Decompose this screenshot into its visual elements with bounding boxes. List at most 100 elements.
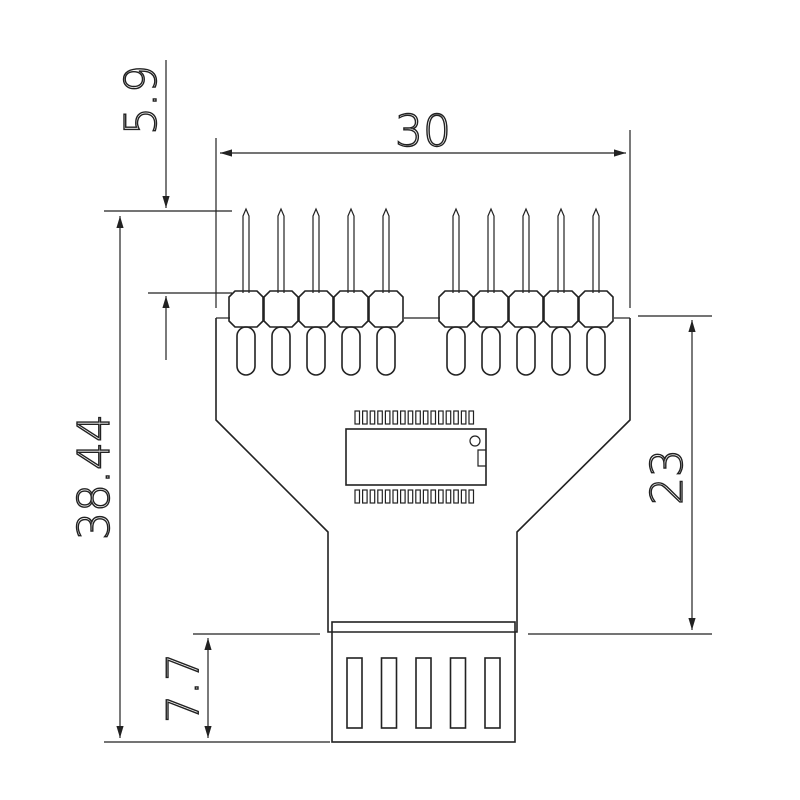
pin-leg	[516, 326, 536, 376]
ic-pin	[422, 489, 429, 504]
pin-leg	[376, 326, 396, 376]
plug-contact	[346, 657, 363, 729]
dimension-body-height: 23	[528, 315, 712, 635]
dimension-total-height-label: 38.44	[69, 414, 120, 540]
pin-leg	[236, 326, 256, 376]
ic-pin	[438, 410, 444, 425]
ic-pin	[369, 410, 376, 425]
ic-pin	[415, 489, 421, 504]
ic-pin	[445, 489, 452, 504]
dimension-body-height-label: 23	[642, 449, 693, 505]
ic-pin	[430, 489, 437, 504]
pin-leg	[551, 326, 571, 376]
plug-body	[331, 621, 516, 743]
ic-pin	[384, 410, 391, 425]
pin-leg	[481, 326, 501, 376]
pin-shaft	[242, 207, 250, 293]
header-pin	[368, 207, 404, 376]
ic-pin	[438, 489, 444, 504]
ic-pin1-marker	[469, 435, 481, 447]
dimension-pin-length: 5.9	[104, 60, 232, 360]
pin-shaft	[557, 207, 565, 293]
pin-shaft	[312, 207, 320, 293]
plug-contact	[484, 657, 501, 729]
pin-collar	[473, 290, 509, 328]
ic-pins-top	[354, 410, 475, 425]
pin-shaft	[592, 207, 600, 293]
ic-pin	[369, 489, 376, 504]
ic-pin	[362, 410, 368, 425]
pin-collar	[263, 290, 299, 328]
pin-leg	[306, 326, 326, 376]
pin-shaft	[382, 207, 390, 293]
ic-notch	[477, 449, 486, 467]
ic-pin	[377, 410, 383, 425]
ic-pin	[384, 489, 391, 504]
ic-pin	[453, 410, 459, 425]
pin-collar	[368, 290, 404, 328]
dimension-width: 30	[215, 105, 631, 308]
ic-pin	[354, 489, 361, 504]
plug-contact	[380, 657, 398, 729]
usb-plug	[331, 621, 516, 743]
ic-pin	[377, 489, 383, 504]
pin-collar	[298, 290, 334, 328]
ic-pin	[453, 489, 459, 504]
pin-leg	[446, 326, 466, 376]
board-outline	[215, 318, 631, 633]
ic-chip	[345, 410, 487, 504]
pin-shaft	[522, 207, 530, 293]
pin-shaft	[277, 207, 285, 293]
ic-pin	[400, 489, 406, 504]
header-pin	[473, 207, 509, 376]
header-pin	[263, 207, 299, 376]
pin-shaft	[487, 207, 495, 293]
ic-pin	[445, 410, 452, 425]
plug-contact	[449, 657, 467, 729]
pin-collar	[543, 290, 579, 328]
ic-pin	[460, 489, 467, 504]
ic-pins-bottom	[354, 489, 475, 504]
dimension-total-height: 38.44	[68, 216, 330, 743]
ic-pin	[407, 489, 414, 504]
pin-shaft	[452, 207, 460, 293]
pin-collar	[578, 290, 614, 328]
plug-contact	[415, 657, 432, 729]
dimension-plug-height-label: 7.7	[158, 653, 209, 723]
ic-body	[345, 428, 487, 486]
header-pin	[578, 207, 614, 376]
ic-pin	[400, 410, 406, 425]
pin-collar	[333, 290, 369, 328]
header-pin	[543, 207, 579, 376]
header-pin	[228, 207, 264, 376]
ic-pin	[422, 410, 429, 425]
header-pin	[298, 207, 334, 376]
ic-pin	[430, 410, 437, 425]
ic-pin	[392, 489, 399, 504]
pin-leg	[341, 326, 361, 376]
pin-collar	[438, 290, 474, 328]
ic-pin	[362, 489, 368, 504]
pin-collar	[228, 290, 264, 328]
ic-pin	[407, 410, 414, 425]
header-pin	[508, 207, 544, 376]
pin-header	[216, 207, 630, 376]
dimension-plug-height: 7.7	[157, 633, 320, 738]
dimension-width-label: 30	[395, 106, 451, 157]
header-pin	[438, 207, 474, 376]
ic-pin	[354, 410, 361, 425]
pin-shaft	[347, 207, 355, 293]
pin-leg	[271, 326, 291, 376]
plug-contacts	[346, 657, 501, 729]
dimension-pin-length-label: 5.9	[116, 65, 167, 135]
ic-pin	[468, 489, 475, 504]
ic-pin	[468, 410, 475, 425]
pin-leg	[586, 326, 606, 376]
pin-collar	[508, 290, 544, 328]
header-pin	[333, 207, 369, 376]
ic-pin	[460, 410, 467, 425]
ic-pin	[415, 410, 421, 425]
ic-pin	[392, 410, 399, 425]
